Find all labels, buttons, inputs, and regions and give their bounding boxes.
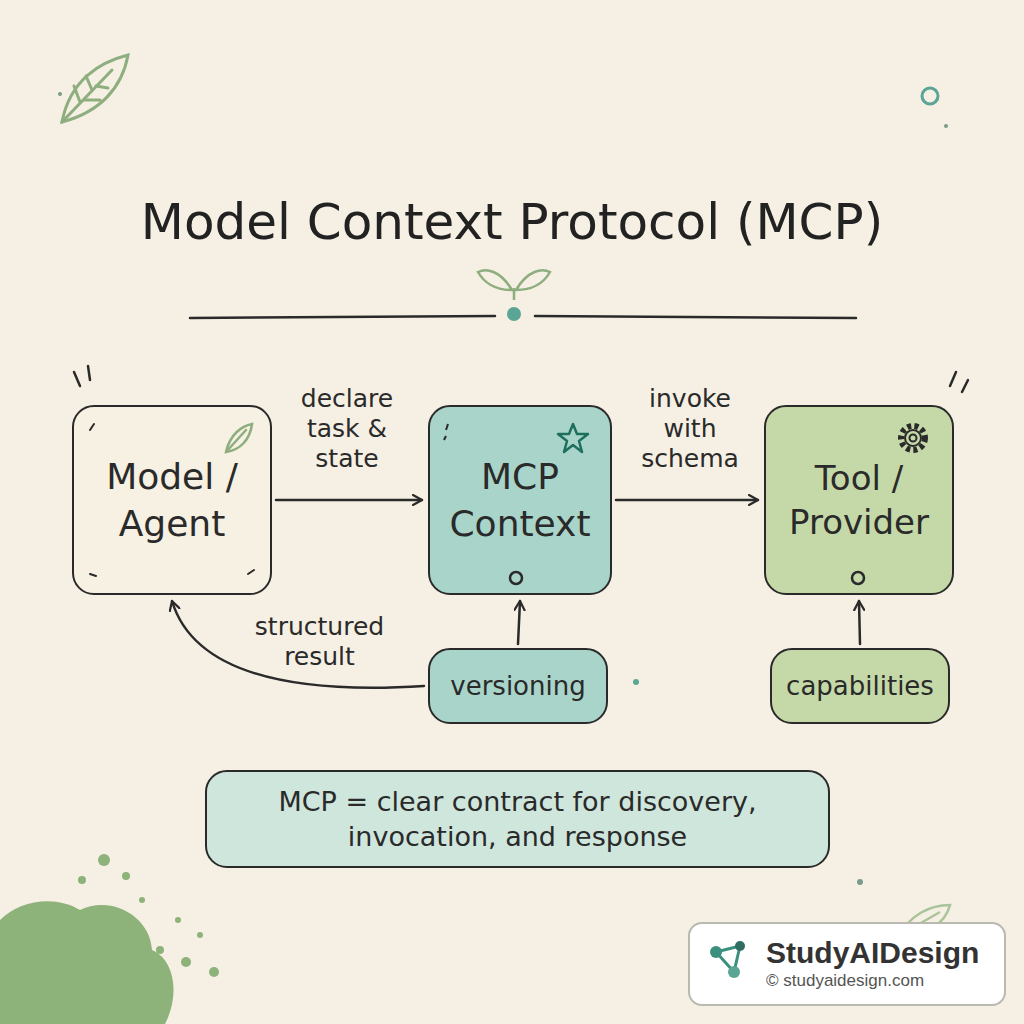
flow-arrow: [859, 601, 860, 644]
capabilities-box: capabilities: [770, 648, 950, 724]
context-box: MCP Context: [428, 405, 612, 595]
summary-box: MCP = clear contract for discovery, invo…: [205, 770, 830, 868]
watermark-box: StudyAIDesign© studyaidesign.com: [688, 922, 1006, 1006]
node-text: versioning: [450, 669, 585, 703]
node-text: capabilities: [786, 669, 934, 703]
versioning-box: versioning: [428, 648, 608, 724]
edge-label: structured result: [232, 612, 407, 672]
watermark-brand: StudyAIDesign: [766, 936, 979, 970]
edge-label: declare task & state: [282, 384, 412, 474]
diagram-title: Model Context Protocol (MCP): [0, 190, 1024, 254]
node-text: MCP = clear contract for discovery, invo…: [219, 784, 816, 854]
node-text: MCP Context: [440, 453, 600, 547]
agent-box: Model / Agent: [72, 405, 272, 595]
flow-arrow: [518, 601, 520, 644]
edge-label: invoke with schema: [620, 384, 760, 474]
node-text: Tool / Provider: [774, 456, 944, 544]
node-text: Model / Agent: [88, 453, 256, 547]
flow-arrow: [276, 499, 422, 502]
return-arrow: [172, 601, 424, 688]
watermark-url: © studyaidesign.com: [766, 970, 924, 992]
provider-box: Tool / Provider: [764, 405, 954, 595]
flow-arrow: [616, 499, 758, 502]
